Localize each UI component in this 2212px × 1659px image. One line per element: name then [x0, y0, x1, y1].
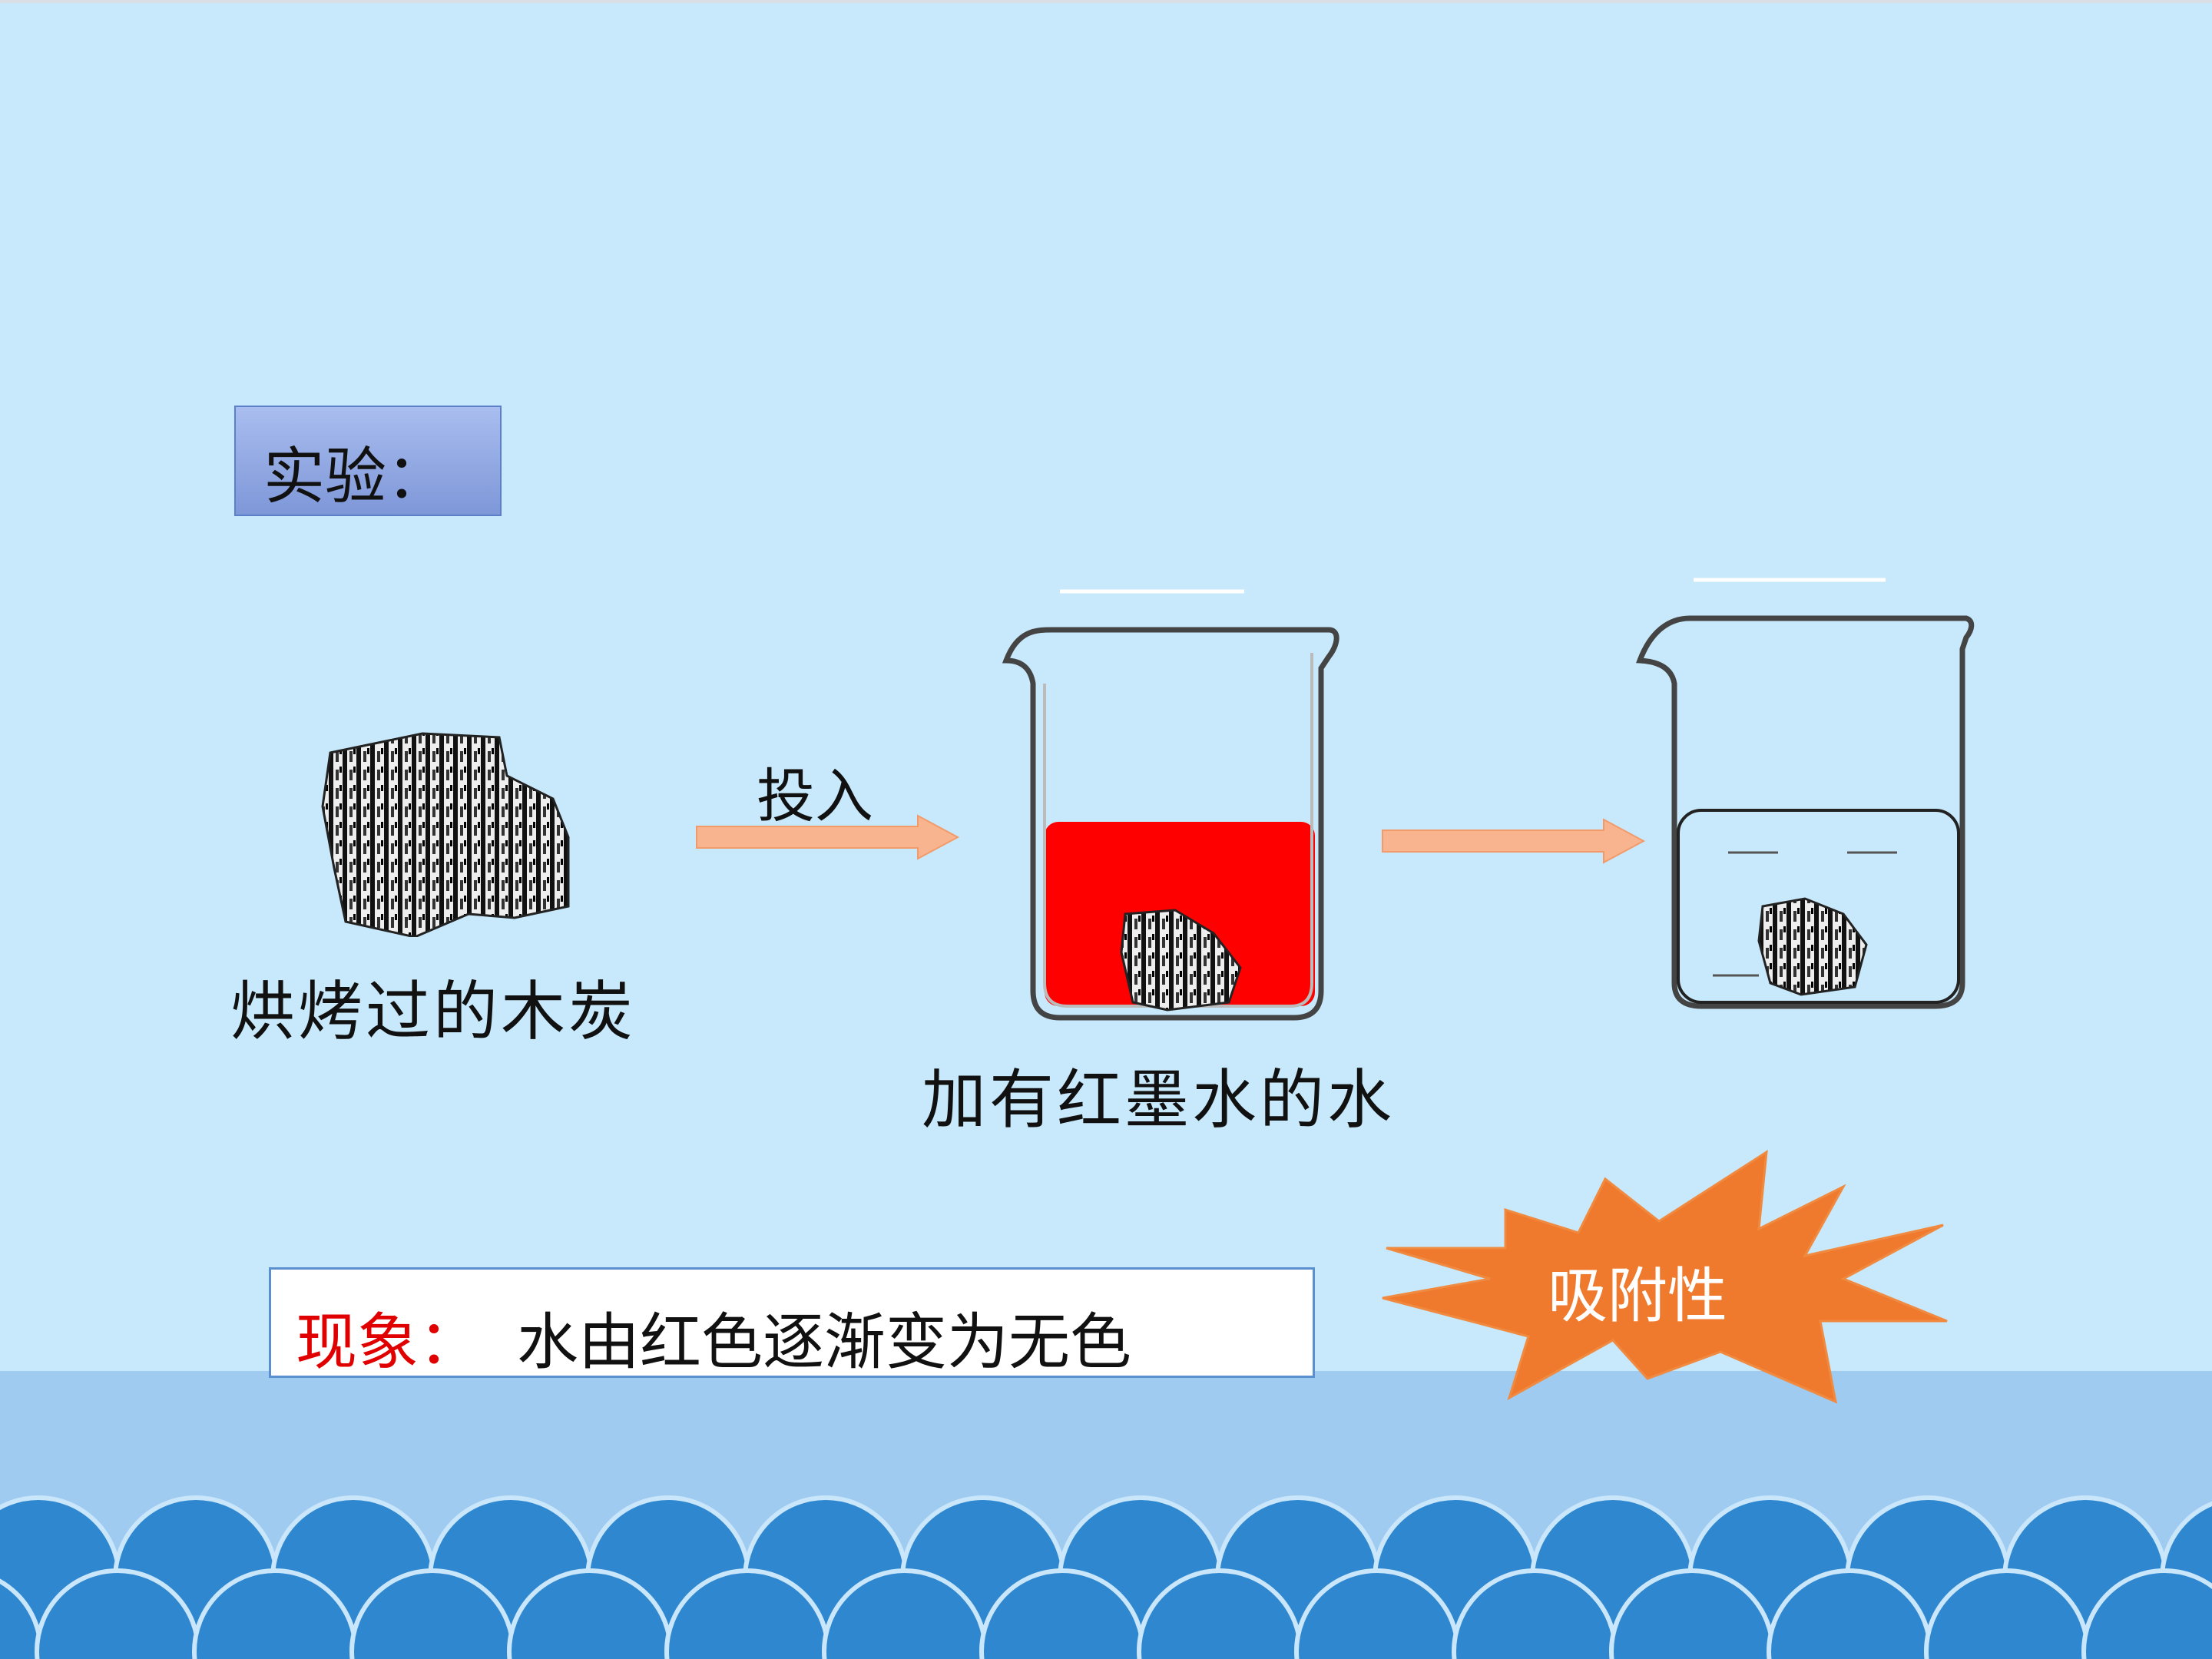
phenomenon-box: 现象： 水由红色逐渐变为无色 [269, 1267, 1315, 1378]
burst-shape [1382, 1150, 1948, 1404]
wave-decoration [0, 1495, 2212, 1659]
arrow-label: 投入 [757, 762, 873, 830]
phenomenon-label: 现象： [296, 1306, 480, 1378]
clear-water [1677, 809, 1960, 1004]
beaker-red-ink [1002, 589, 1339, 1021]
wave-scallop [2081, 1568, 2212, 1659]
arrow-right-icon [1382, 818, 1646, 864]
top-border [0, 0, 2212, 3]
phenomenon-text: 水由红色逐渐变为无色 [517, 1306, 1131, 1378]
burst-label: 吸附性 [1548, 1262, 1728, 1331]
charcoal-image [321, 732, 570, 937]
experiment-label-box: 实验： [234, 406, 502, 516]
experiment-label: 实验： [263, 441, 448, 512]
beaker-clear-water [1636, 578, 1975, 1009]
charcoal-caption: 烘烤过的木炭 [230, 974, 637, 1049]
beaker-caption: 加有红墨水的水 [922, 1062, 1396, 1137]
arrow-right-icon [696, 814, 960, 860]
